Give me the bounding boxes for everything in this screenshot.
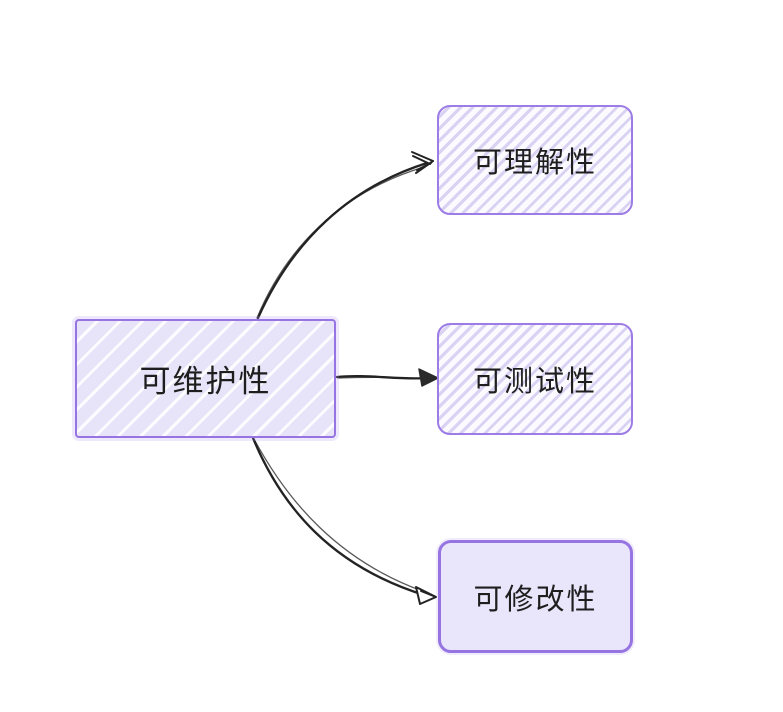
node-modifiability[interactable]: 可修改性 bbox=[438, 540, 633, 653]
node-testability[interactable]: 可测试性 bbox=[437, 323, 633, 435]
edge-maintainability-modifiability[interactable] bbox=[251, 436, 437, 605]
edge-maintainability-understandability[interactable] bbox=[256, 151, 434, 320]
node-understandability[interactable]: 可理解性 bbox=[437, 105, 633, 215]
node-understandability-label: 可理解性 bbox=[472, 147, 597, 179]
arrowhead-filled-triangle-icon bbox=[418, 368, 439, 387]
arrowhead-sketch-lines-icon bbox=[411, 151, 434, 174]
node-maintainability[interactable]: 可维护性 bbox=[75, 319, 336, 438]
edge-maintainability-testability[interactable] bbox=[335, 368, 439, 387]
arrowhead-open-triangle-icon bbox=[415, 586, 437, 605]
node-maintainability-label: 可维护性 bbox=[139, 364, 272, 399]
node-modifiability-label: 可修改性 bbox=[473, 583, 598, 616]
node-testability-label: 可测试性 bbox=[472, 366, 597, 398]
